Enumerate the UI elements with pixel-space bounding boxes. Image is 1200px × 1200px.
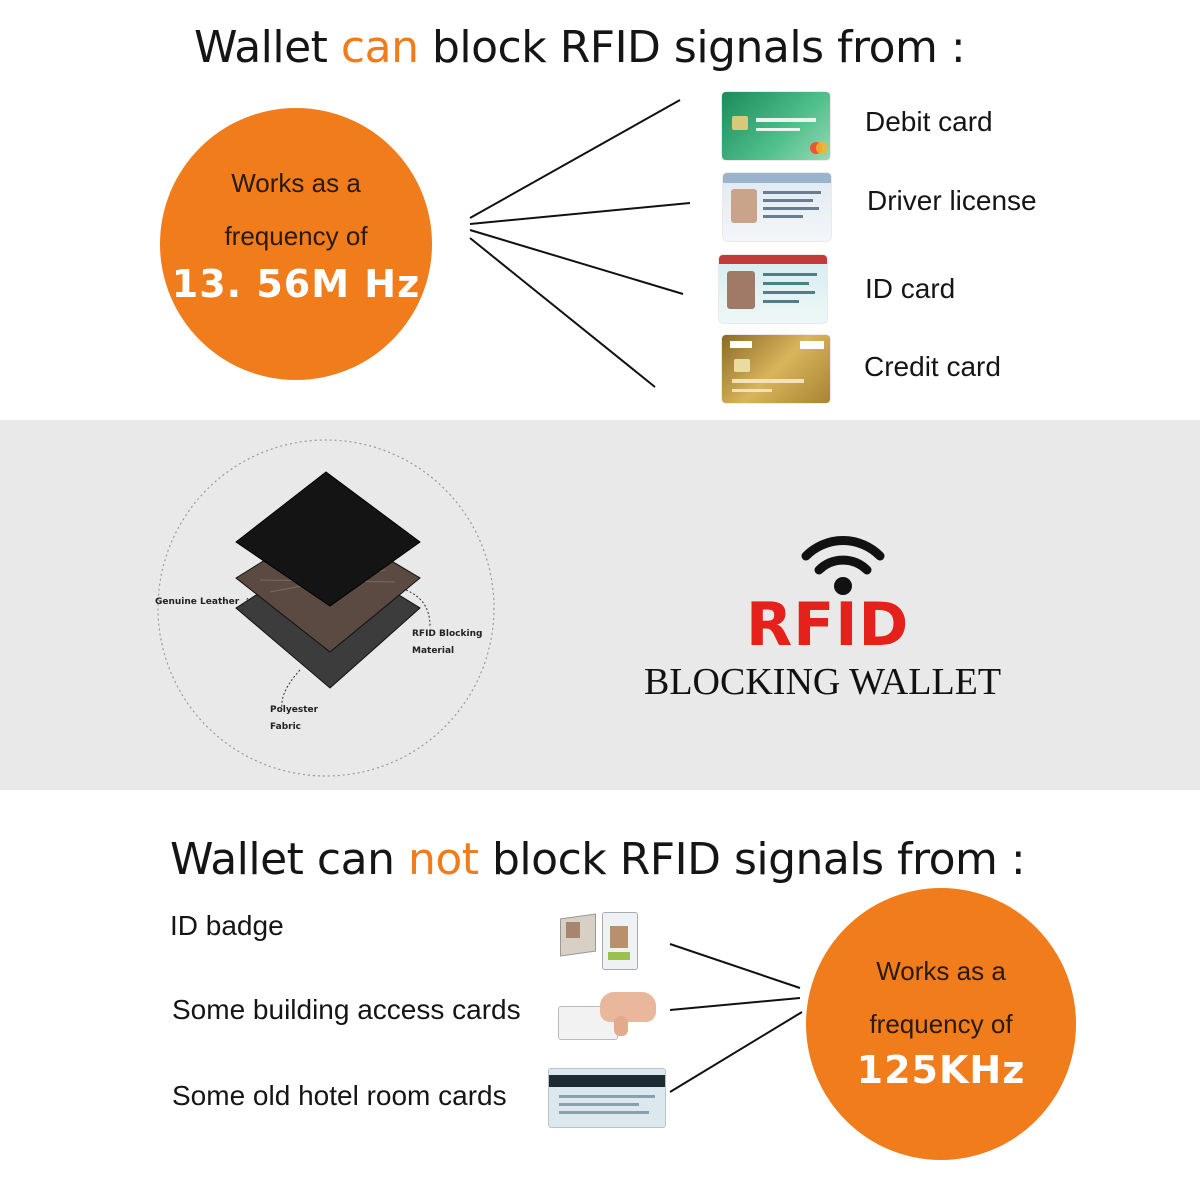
top-circle-line2: frequency of — [224, 221, 368, 251]
layers-diagram — [157, 439, 495, 777]
top-heading: Wallet can block RFID signals from : — [194, 22, 966, 73]
access-card-icon — [556, 986, 660, 1042]
bottom-heading-accent: not — [407, 834, 479, 885]
rfid-blocking-label: RFID Blocking Material — [412, 629, 483, 656]
rfid-logo-subtitle: BLOCKING WALLET — [644, 661, 1002, 703]
debit-card-icon — [722, 92, 830, 160]
bottom-frequency-circle: Works as a frequency of 125KHz — [806, 888, 1076, 1160]
bottom-heading: Wallet can not block RFID signals from : — [170, 834, 1026, 885]
rfid-logo-title: RFID — [746, 590, 910, 660]
genuine-leather-label: Genuine Leather — [155, 597, 240, 607]
top-heading-accent: can — [340, 22, 419, 73]
layers-dotted-circle — [157, 439, 495, 777]
top-circle-frequency: 13. 56M Hz — [171, 262, 421, 306]
debit-card-label: Debit card — [865, 106, 993, 137]
bottom-circle-frequency: 125KHz — [856, 1048, 1026, 1092]
bottom-circle-line2: frequency of — [869, 1009, 1013, 1039]
bottom-connector-lines — [669, 943, 803, 1093]
top-circle-line1: Works as a — [231, 168, 361, 198]
top-frequency-circle: Works as a frequency of 13. 56M Hz — [160, 108, 432, 380]
bottom-circle-line1: Works as a — [876, 956, 1006, 986]
id-card-icon — [719, 255, 827, 323]
credit-card-icon — [722, 335, 830, 403]
access-card-label: Some building access cards — [172, 994, 521, 1025]
driver-license-icon — [723, 173, 831, 241]
hotel-card-label: Some old hotel room cards — [172, 1080, 507, 1111]
middle-band — [0, 420, 1200, 790]
id-badge-icon — [556, 896, 640, 976]
id-badge-label: ID badge — [170, 910, 284, 941]
hotel-card-icon — [548, 1068, 666, 1128]
credit-card-label: Credit card — [864, 351, 1001, 382]
top-connector-lines — [469, 99, 691, 388]
driver-license-label: Driver license — [867, 185, 1037, 216]
wifi-signal-icon — [801, 536, 885, 595]
id-card-label: ID card — [865, 273, 956, 304]
polyester-fabric-label: Polyester Fabric — [270, 705, 319, 732]
genuine-leather-layer — [235, 471, 421, 607]
